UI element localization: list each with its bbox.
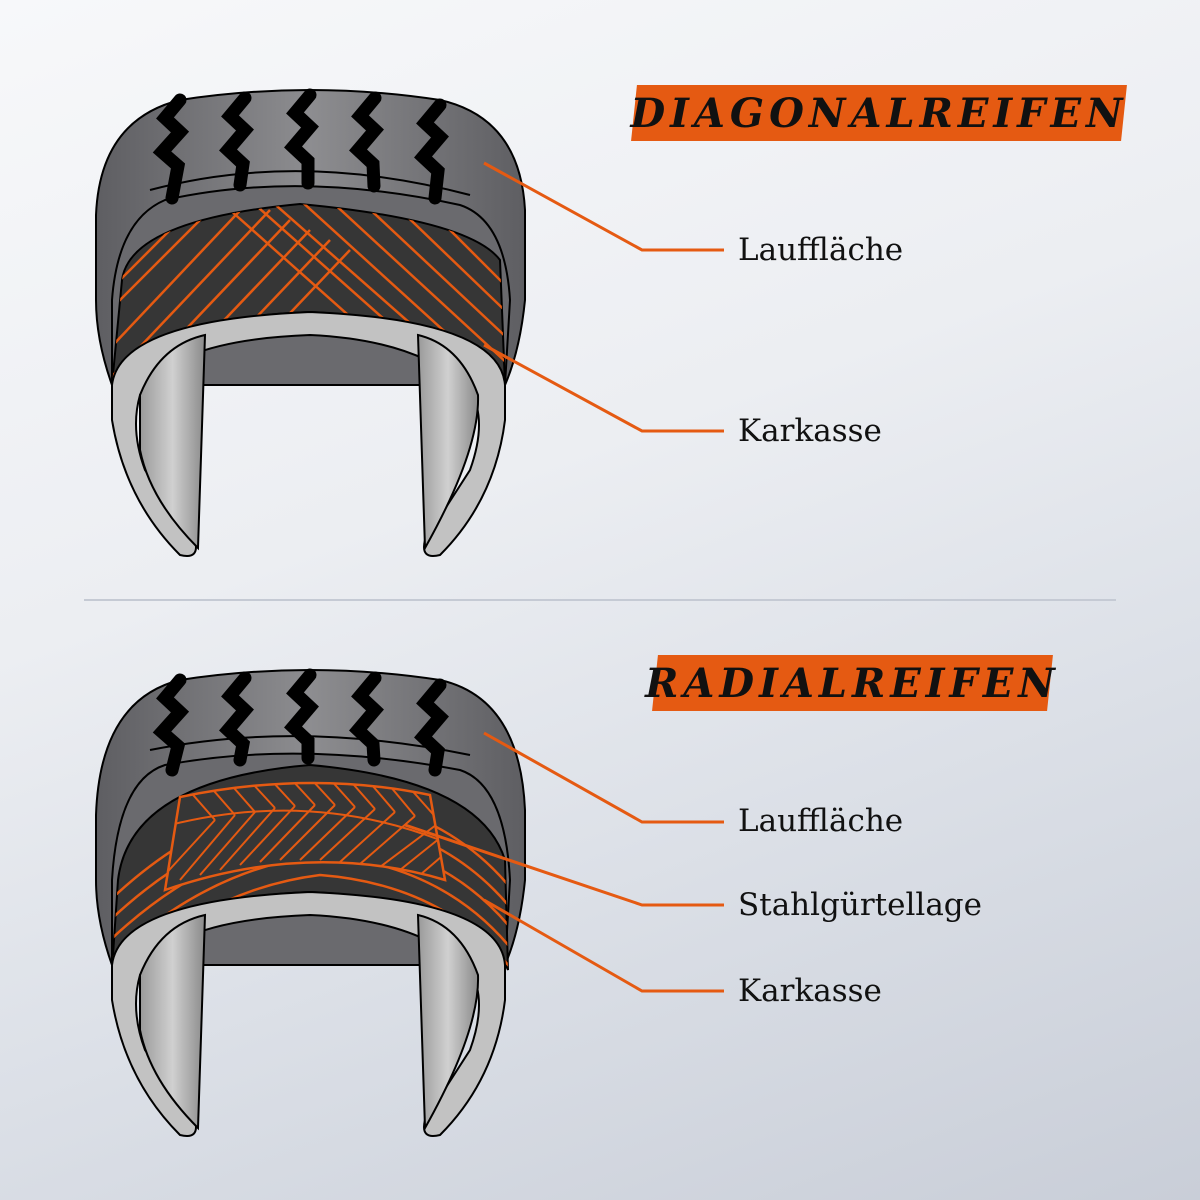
radial-tire-section: RADIALREIFEN Lauffläche Stahlgürtellage …: [0, 580, 1200, 1180]
label-karkasse: Karkasse: [738, 973, 882, 1009]
label-lauffläche: Lauffläche: [738, 232, 904, 268]
radial-tire-illustration: [95, 668, 724, 1137]
label-stahlgürtellage: Stahlgürtellage: [738, 887, 982, 923]
section-divider: [84, 599, 1116, 601]
diagonal-tire-section: DIAGONALREIFEN Lauffläche Karkasse: [95, 85, 1128, 557]
section-title-badge: RADIALREIFEN: [645, 655, 1060, 711]
section-title: DIAGONALREIFEN: [630, 89, 1128, 137]
label-lauffläche: Lauffläche: [738, 803, 904, 839]
label-karkasse: Karkasse: [738, 413, 882, 449]
section-title: RADIALREIFEN: [645, 659, 1060, 707]
diagonal-tire-illustration: [95, 88, 724, 557]
section-title-badge: DIAGONALREIFEN: [630, 85, 1128, 141]
